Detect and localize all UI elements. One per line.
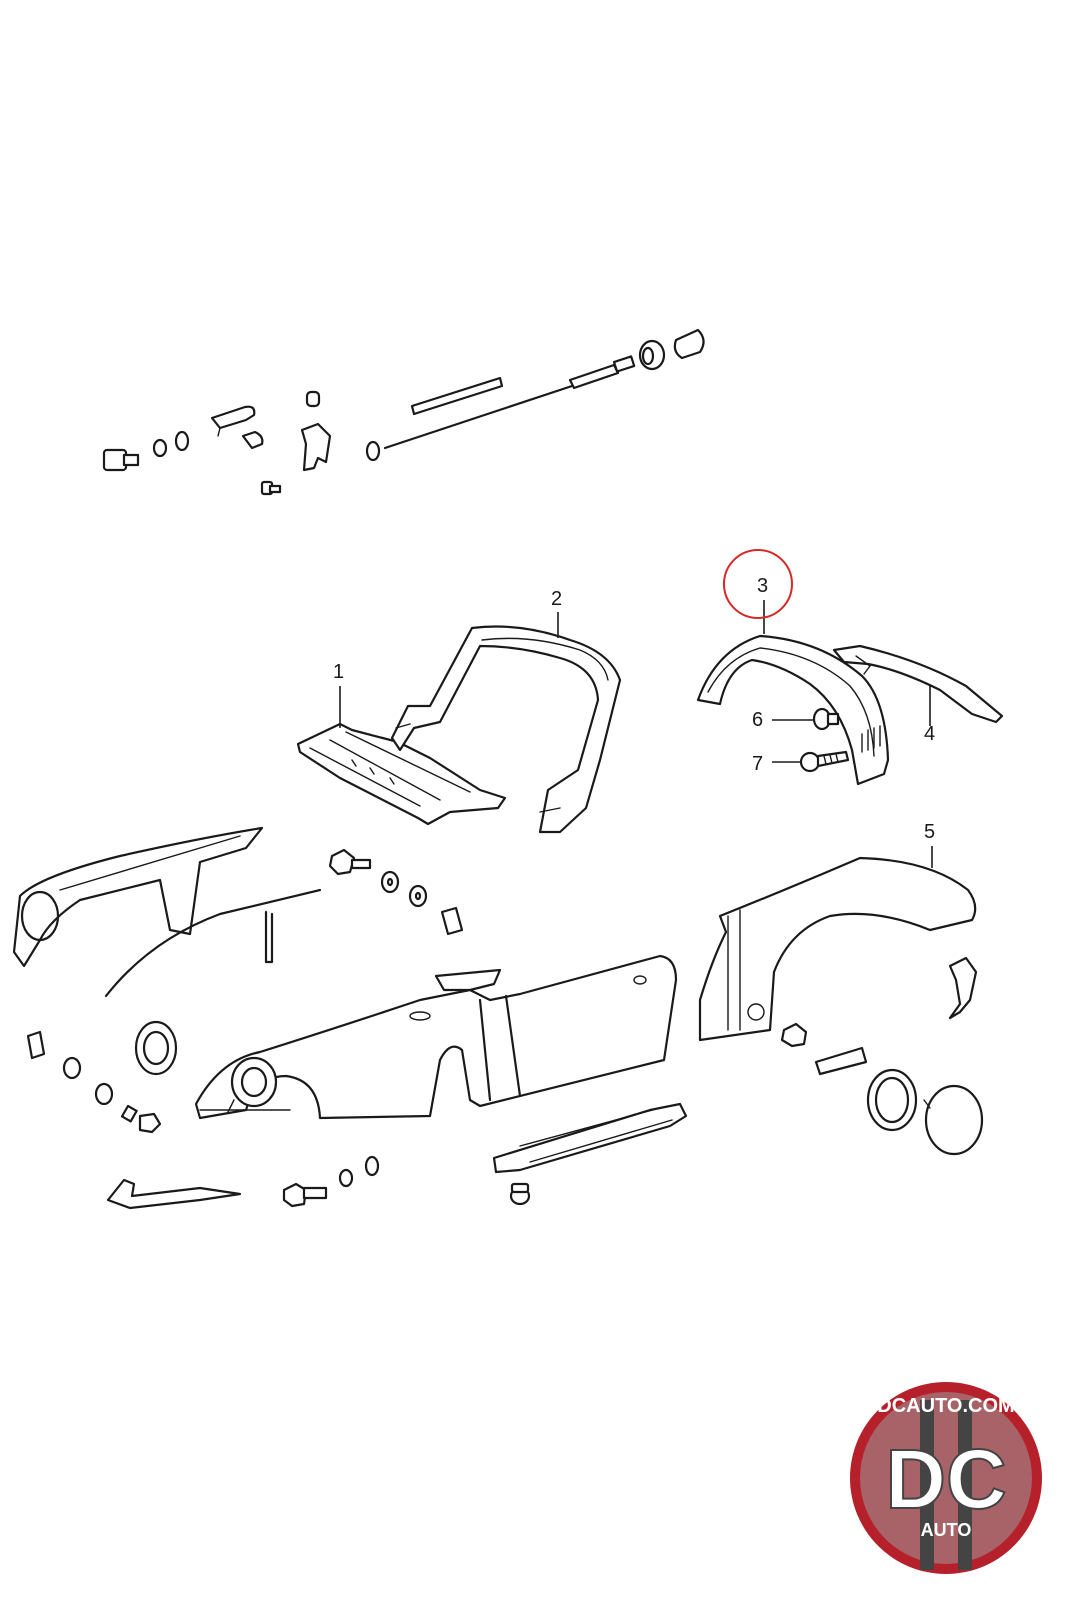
latch-bracket-part xyxy=(300,422,332,472)
rocker-sill-part xyxy=(492,1102,688,1174)
release-cable-part xyxy=(383,384,574,450)
fuel-cap-part xyxy=(923,1084,984,1156)
pin-part xyxy=(260,480,282,496)
fender-bolt-set xyxy=(328,848,464,936)
washer-part xyxy=(62,1056,82,1080)
callout-6: 6 xyxy=(752,709,763,731)
logo-main-text: DC xyxy=(885,1432,1006,1526)
highlight-circle xyxy=(723,549,793,619)
logo-top-text: DCAUTO.COM xyxy=(877,1395,1014,1417)
lock-washer-part xyxy=(152,438,168,458)
lock-washer-part xyxy=(338,1168,354,1188)
nut-part xyxy=(780,1022,808,1048)
callout-3: 3 xyxy=(757,575,768,597)
spring-clip-part xyxy=(241,430,264,450)
callout-2: 2 xyxy=(551,588,562,610)
rear-hardware-set xyxy=(780,956,984,1156)
badge-plate-part xyxy=(814,1046,868,1076)
front-fender-panel xyxy=(12,826,264,968)
scuttle-bracket-part xyxy=(434,968,502,992)
part-7-self-tapping-screw xyxy=(799,750,850,773)
hex-bolt-part xyxy=(282,1182,308,1208)
washer-part xyxy=(94,1082,114,1106)
rear-bracket-part xyxy=(948,956,978,1020)
headlight-bucket-part xyxy=(134,1020,178,1076)
seal-ring-part xyxy=(866,1068,918,1132)
part-1-cowl-panel xyxy=(296,722,507,826)
washer-part xyxy=(364,1155,380,1177)
washer-part xyxy=(174,430,190,452)
callout-7: 7 xyxy=(752,753,763,775)
cap-part xyxy=(305,390,321,408)
part-5-rear-quarter-panel xyxy=(698,856,977,1042)
cable-washer-part xyxy=(365,440,381,462)
front-hardware-set xyxy=(26,1030,162,1134)
part-4-trim-strip xyxy=(832,644,1004,724)
callout-labels: 1 2 3 4 5 6 7 xyxy=(333,575,935,843)
grommet-part xyxy=(638,339,666,371)
sill-trim-strip xyxy=(104,888,322,998)
washer-part xyxy=(408,884,428,908)
bracket-part xyxy=(26,1030,46,1060)
main-body-shell xyxy=(194,954,678,1120)
rubber-boot-part xyxy=(673,328,705,360)
part-2-windshield-frame xyxy=(390,625,622,834)
logo-bottom-text: AUTO xyxy=(921,1520,972,1540)
part-3-wheel-arch xyxy=(696,634,890,786)
bolt-part xyxy=(120,1104,162,1134)
part-6-screw xyxy=(812,707,840,731)
callout-5: 5 xyxy=(924,821,935,843)
hood-latch-hardware xyxy=(102,328,705,496)
callout-1: 1 xyxy=(333,661,344,683)
bolt-part xyxy=(102,448,140,472)
drain-plug-part xyxy=(509,1182,531,1206)
front-valance-bracket-part xyxy=(106,1178,242,1210)
clip-nut-part xyxy=(440,906,464,936)
leader-lines xyxy=(339,600,933,868)
latch-handle-part xyxy=(210,405,256,430)
cable-sleeve-part xyxy=(410,376,504,416)
washer-part xyxy=(380,870,400,894)
sill-bolt-set xyxy=(282,1155,380,1208)
callout-4: 4 xyxy=(924,723,935,745)
dcauto-logo: DCAUTO.COM DC AUTO xyxy=(850,1382,1042,1574)
cable-housing-part xyxy=(568,363,620,390)
hex-bolt-part xyxy=(328,848,372,876)
